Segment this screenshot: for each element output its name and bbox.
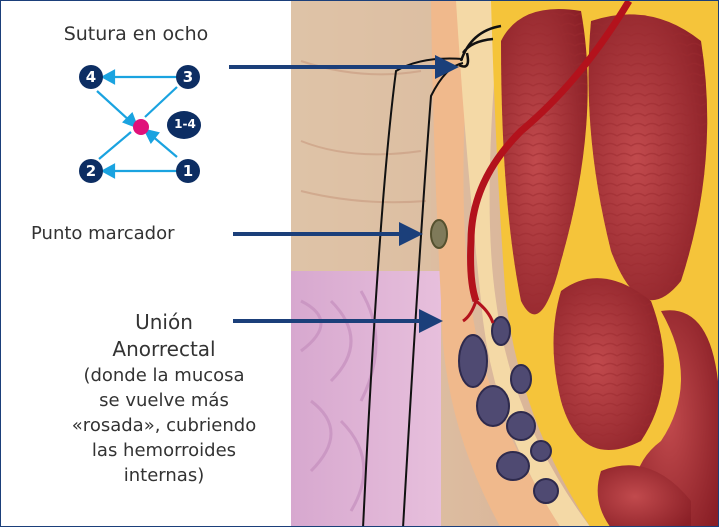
badge-label: 1-4 xyxy=(171,117,199,131)
node-3: 3 xyxy=(178,67,198,87)
junction-title: Unión Anorrectal xyxy=(59,309,269,363)
suture-title: Sutura en ocho xyxy=(41,23,231,45)
marker-label: Punto marcador xyxy=(31,223,231,244)
junction-label: Unión Anorrectal (donde la mucosa se vue… xyxy=(59,309,269,488)
center-dot xyxy=(133,119,149,135)
marker-stitch xyxy=(431,220,447,248)
junction-description: (donde la mucosa se vuelve más «rosada»,… xyxy=(59,363,269,488)
node-4: 4 xyxy=(81,67,101,87)
node-2: 2 xyxy=(81,161,101,181)
node-1: 1 xyxy=(178,161,198,181)
